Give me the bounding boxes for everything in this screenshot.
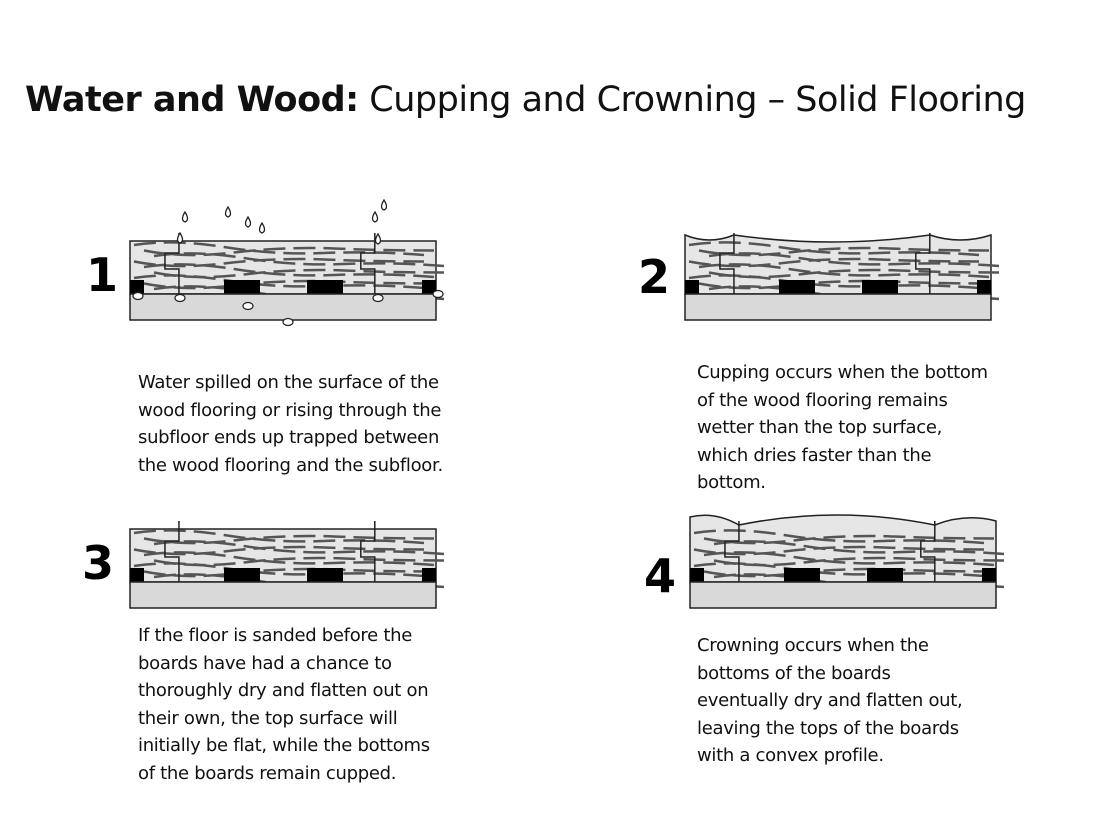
subfloor [689, 581, 997, 609]
wood-grain [703, 551, 995, 567]
moisture-block [779, 280, 815, 294]
tongue-groove-joint [164, 233, 180, 294]
water-drop-icon [258, 221, 266, 234]
title-bold: Water and Wood: [25, 80, 359, 120]
wood-grain [693, 545, 985, 556]
panel-number-3: 3 [82, 536, 115, 590]
water-drop-icon [242, 301, 254, 311]
caption-3: If the floor is sanded before the boards… [138, 625, 430, 784]
wood-grain [703, 567, 995, 578]
wood-grain [153, 252, 445, 268]
wood-grain [698, 279, 990, 290]
flooring-diagram-crowned [689, 514, 1005, 609]
subfloor [684, 293, 992, 321]
moisture-block [224, 280, 260, 294]
moisture-block [862, 280, 898, 294]
wood-grain [153, 540, 445, 556]
wood-grain [708, 252, 1000, 268]
moisture-block [307, 280, 343, 294]
moisture-block [422, 568, 436, 582]
moisture-block [130, 568, 144, 582]
water-drop-icon [181, 210, 189, 223]
panel-number-4: 4 [644, 549, 677, 603]
water-drop-icon [224, 205, 232, 218]
wood-grain [143, 567, 435, 578]
wood-grain [143, 551, 435, 567]
moisture-block [977, 280, 991, 294]
tongue-groove-joint [360, 233, 376, 294]
water-drop-icon [432, 289, 444, 299]
caption-4: Crowning occurs when the bottoms of the … [697, 635, 963, 766]
moisture-block [422, 280, 436, 294]
wood-grain [713, 540, 1005, 556]
moisture-block [224, 568, 260, 582]
water-drop-icon [282, 317, 294, 327]
water-drop-icon [371, 210, 379, 223]
wood-grain [703, 534, 995, 545]
tongue-groove-joint [915, 233, 931, 294]
wood-grain [143, 246, 435, 257]
moisture-block [690, 568, 704, 582]
wood-grain [133, 257, 425, 268]
water-drop-icon [374, 232, 382, 245]
tongue-groove-joint [920, 521, 936, 582]
wood-grain [133, 545, 425, 556]
water-drop-icon [380, 198, 388, 211]
moisture-block [130, 280, 144, 294]
subfloor [129, 581, 437, 609]
water-drop-icon [176, 231, 184, 244]
wood-grain [143, 279, 435, 290]
flooring-diagram-cupped [684, 233, 1000, 321]
tongue-groove-joint [360, 521, 376, 582]
caption-1: Water spilled on the surface of the wood… [138, 372, 443, 476]
moisture-block [784, 568, 820, 582]
wood-grain [698, 246, 990, 257]
moisture-block [867, 568, 903, 582]
slide-title: Water and Wood: Cupping and Crowning – S… [25, 80, 1026, 120]
tongue-groove-joint [724, 521, 740, 582]
wood-grain [143, 263, 435, 279]
panel-number-1: 1 [86, 248, 119, 302]
moisture-block [685, 280, 699, 294]
caption-2: Cupping occurs when the bottom of the wo… [697, 362, 988, 493]
water-drop-icon [174, 293, 186, 303]
water-drop-icon [244, 215, 252, 228]
water-drop-icon [372, 293, 384, 303]
title-rest: Cupping and Crowning – Solid Flooring [358, 80, 1026, 120]
wood-grain [143, 534, 435, 545]
tongue-groove-joint [719, 233, 735, 294]
wood-grain [688, 257, 980, 268]
moisture-block [982, 568, 996, 582]
flooring-diagram-sanded [129, 521, 445, 609]
wood-grain [698, 263, 990, 279]
panel-number-2: 2 [638, 250, 671, 304]
tongue-groove-joint [164, 521, 180, 582]
flooring-diagram-wet [129, 198, 445, 327]
moisture-block [307, 568, 343, 582]
water-drop-icon [132, 291, 144, 301]
